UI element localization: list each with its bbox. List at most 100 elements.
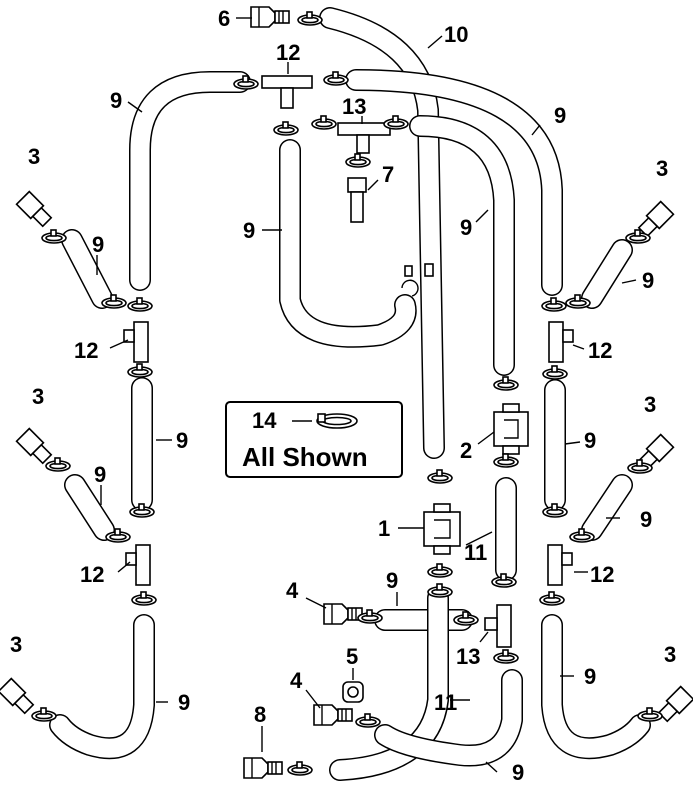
hose-clamp <box>345 153 371 168</box>
callout-part-number: 14 <box>252 408 277 433</box>
hex-connector-3-left-3 <box>0 677 35 715</box>
label-12-right-1: 12 <box>588 338 612 363</box>
leader-lines <box>96 17 637 773</box>
label-9-center-bottom: 9 <box>386 568 398 593</box>
hose-clamp <box>427 583 453 598</box>
hose-clamp <box>542 365 568 380</box>
label-9-center-left: 9 <box>243 218 255 243</box>
tee-fitting-12-left-1 <box>123 321 149 363</box>
hose-top-right-arch-inner <box>409 115 515 376</box>
hose-clamp <box>493 649 519 664</box>
label-9-left-1: 9 <box>92 232 104 257</box>
label-13-bottom: 13 <box>456 644 480 669</box>
label-9-left-4: 9 <box>178 690 190 715</box>
check-valve-2 <box>493 403 529 455</box>
label-13-top: 13 <box>342 94 366 119</box>
label-12-right-2: 12 <box>590 562 614 587</box>
hex-connector-3-right-3 <box>657 685 693 723</box>
label-1: 1 <box>378 516 390 541</box>
tee-fitting-12-left-2 <box>125 544 151 586</box>
tee-fitting-12-right-2 <box>547 544 573 586</box>
label-9-top-left: 9 <box>110 88 122 113</box>
label-2: 2 <box>460 438 472 463</box>
hose-clamp <box>287 761 313 776</box>
label-6: 6 <box>218 6 230 31</box>
hose-clamp <box>131 591 157 606</box>
hose-clamp <box>311 115 337 130</box>
hose-clamp <box>493 453 519 468</box>
small-fittings-center <box>401 263 434 297</box>
hex-connector-3-right-1 <box>637 200 675 238</box>
label-3-right-2: 3 <box>644 392 656 417</box>
label-9-right-2: 9 <box>584 428 596 453</box>
hose-clamp <box>45 457 71 472</box>
hose-bottom-right-j <box>541 614 651 760</box>
label-4-top: 4 <box>286 578 299 603</box>
elbow-fitting-8 <box>243 757 283 779</box>
label-9-left-3: 9 <box>94 462 106 487</box>
check-valve-1 <box>423 503 461 555</box>
label-7: 7 <box>382 162 394 187</box>
hose-clamp <box>127 297 153 312</box>
label-9-right-4: 9 <box>584 664 596 689</box>
hose-top-left-arch <box>129 71 251 291</box>
hose-clamp <box>31 707 57 722</box>
tee-fitting-13-top <box>337 122 391 154</box>
hose-clamp <box>323 71 349 86</box>
label-10: 10 <box>444 22 468 47</box>
hose-clamp <box>637 707 663 722</box>
label-8: 8 <box>254 702 266 727</box>
hose-clamp <box>273 121 299 136</box>
elbow-fitting-6 <box>250 6 290 28</box>
label-9-bottom: 9 <box>512 760 524 785</box>
hose-clamp <box>127 363 153 378</box>
label-9-right-1: 9 <box>642 268 654 293</box>
hex-connector-3-left-2 <box>15 427 53 465</box>
clamp-icon <box>316 413 358 429</box>
tee-fitting-13-bottom <box>484 604 512 648</box>
hose-clamp <box>383 115 409 130</box>
part-labels: 6 10 12 9 13 9 7 3 3 9 9 9 9 12 12 3 3 9… <box>10 6 676 785</box>
hose-clamp <box>41 229 67 244</box>
hose-right-short-1 <box>581 239 633 309</box>
hose-clamp <box>297 11 323 26</box>
label-12-left-2: 12 <box>80 562 104 587</box>
hose-clamp <box>493 376 519 391</box>
label-3-right-3: 3 <box>664 642 676 667</box>
label-3-right-1: 3 <box>656 156 668 181</box>
label-9-center-right: 9 <box>460 215 472 240</box>
label-3-left-3: 3 <box>10 632 22 657</box>
label-12-left-1: 12 <box>74 338 98 363</box>
hose-10-long <box>319 7 445 459</box>
hose-top-right-arch-outer <box>345 69 563 296</box>
connector-7 <box>347 177 367 223</box>
hose-bottom-left-j <box>49 614 155 760</box>
hose-center-u <box>279 139 417 348</box>
hose-left-short-2 <box>64 474 115 541</box>
hex-connector-3-left-1 <box>15 190 53 228</box>
tee-fitting-12-top <box>261 75 313 109</box>
label-9-right-3: 9 <box>640 507 652 532</box>
hose-left-short-1 <box>61 229 113 309</box>
tee-fitting-12-right-1 <box>548 321 574 363</box>
label-5: 5 <box>346 644 358 669</box>
label-3-left-1: 3 <box>28 144 40 169</box>
elbow-fitting-4-top <box>323 603 363 625</box>
grommet-5 <box>342 681 364 703</box>
hose-clamp <box>355 713 381 728</box>
label-12-top: 12 <box>276 40 300 65</box>
hose-11-bottom <box>374 669 523 767</box>
label-9-left-2: 9 <box>176 428 188 453</box>
label-11-center: 11 <box>464 540 487 565</box>
hose-clamp <box>427 469 453 484</box>
hose-clamp <box>541 297 567 312</box>
hose-clamp <box>427 563 453 578</box>
label-11-bottom: 11 <box>434 690 457 715</box>
callout-box-14: 14 All Shown <box>225 401 403 478</box>
hose-right-short-2 <box>581 474 633 541</box>
label-3-left-2: 3 <box>32 384 44 409</box>
label-4-bottom: 4 <box>290 668 303 693</box>
label-9-top-right: 9 <box>554 103 566 128</box>
hose-clamp <box>539 591 565 606</box>
